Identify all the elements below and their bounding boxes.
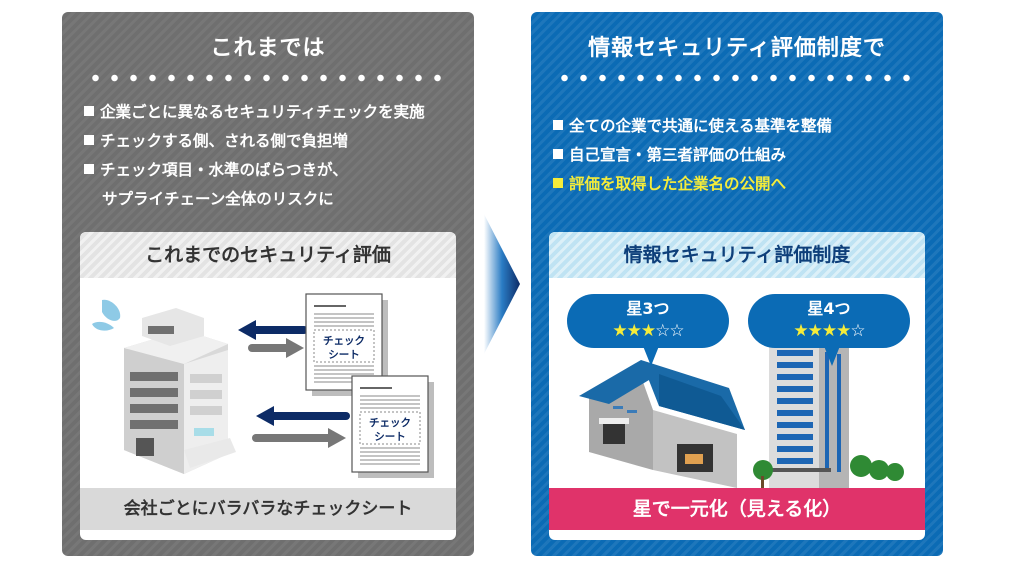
bullet-item: チェックする側、される側で負担増 <box>84 127 464 156</box>
sheet-label-line1: チェック <box>369 417 411 429</box>
current-evaluation-box: これまでのセキュリティ評価 <box>80 232 456 540</box>
rating-label: 星3つ <box>626 299 670 318</box>
sweat-drop-icon <box>92 299 121 331</box>
bullet-item: 全ての企業で共通に使える基準を整備 <box>553 112 933 141</box>
filled-star-icon: ★★★★ <box>793 321 851 341</box>
bullet-item-continuation: サプライチェーン全体のリスクに <box>102 190 334 208</box>
office-building-icon <box>124 308 236 474</box>
office-tower-icon <box>769 326 849 488</box>
sheet-label-line2: シート <box>328 349 360 361</box>
square-bullet-icon <box>553 149 563 159</box>
sheet-label-line1: チェック <box>323 335 365 347</box>
bullet-list: 全ての企業で共通に使える基準を整備 自己宣言・第三者評価の仕組み 評価を取得した… <box>553 112 933 199</box>
new-system-panel: 情報セキュリティ評価制度で 全ての企業で共通に使える基準を整備 自己宣言・第三者… <box>531 12 943 556</box>
bullet-item: 自己宣言・第三者評価の仕組み <box>553 141 933 170</box>
square-bullet-icon <box>84 164 94 174</box>
checksheet-document-icon: チェック シート <box>351 375 434 478</box>
warehouse-icon <box>579 360 745 488</box>
empty-star-icon: ☆ <box>850 321 865 341</box>
box-caption: 星で一元化（見える化） <box>549 488 925 530</box>
bullet-item: 企業ごとに異なるセキュリティチェックを実施 <box>84 98 464 127</box>
transition-arrow-icon <box>484 214 520 354</box>
square-bullet-icon <box>84 106 94 116</box>
arrow-to-sheet-icon <box>252 428 346 448</box>
current-approach-panel: これまでは 企業ごとに異なるセキュリティチェックを実施 チェックする側、される側… <box>62 12 474 556</box>
empty-star-icon: ☆☆ <box>655 321 685 341</box>
filled-star-icon: ★★★ <box>612 321 656 341</box>
panel-title: 情報セキュリティ評価制度で <box>588 36 886 61</box>
checksheet-document-icon: チェック シート <box>305 293 388 396</box>
box-title: 情報セキュリティ評価制度 <box>549 232 925 278</box>
panel-title: これまでは <box>210 36 326 61</box>
rating-bubble-3-stars: 星3つ ★★★☆☆ <box>567 294 729 366</box>
box-title: これまでのセキュリティ評価 <box>80 232 456 278</box>
dotted-divider <box>555 74 919 82</box>
square-bullet-icon <box>553 120 563 130</box>
square-bullet-icon <box>553 178 563 188</box>
dotted-divider <box>86 74 450 82</box>
bullet-list: 企業ごとに異なるセキュリティチェックを実施 チェックする側、される側で負担増 チ… <box>84 98 464 214</box>
sheet-label-line2: シート <box>374 431 406 443</box>
bullet-item: チェック項目・水準のばらつきが、 <box>84 156 464 185</box>
arrow-to-company-icon <box>256 406 350 426</box>
arrow-to-company-icon <box>238 320 308 340</box>
tree-icon <box>753 455 904 488</box>
bullet-item-highlighted: 評価を取得した企業名の公開へ <box>553 170 933 199</box>
rated-companies-illustration <box>579 326 904 488</box>
rating-bubble-4-stars: 星4つ ★★★★☆ <box>748 294 910 366</box>
star-rating: ★★★☆☆ <box>567 320 729 342</box>
rating-label: 星4つ <box>807 299 851 318</box>
star-rating: ★★★★☆ <box>748 320 910 342</box>
arrow-to-sheet-icon <box>248 338 304 358</box>
company-checksheets-illustration: チェック シート チェック シート <box>92 293 434 478</box>
box-caption: 会社ごとにバラバラなチェックシート <box>80 488 456 530</box>
square-bullet-icon <box>84 135 94 145</box>
evaluation-system-box: 情報セキュリティ評価制度 <box>549 232 925 540</box>
